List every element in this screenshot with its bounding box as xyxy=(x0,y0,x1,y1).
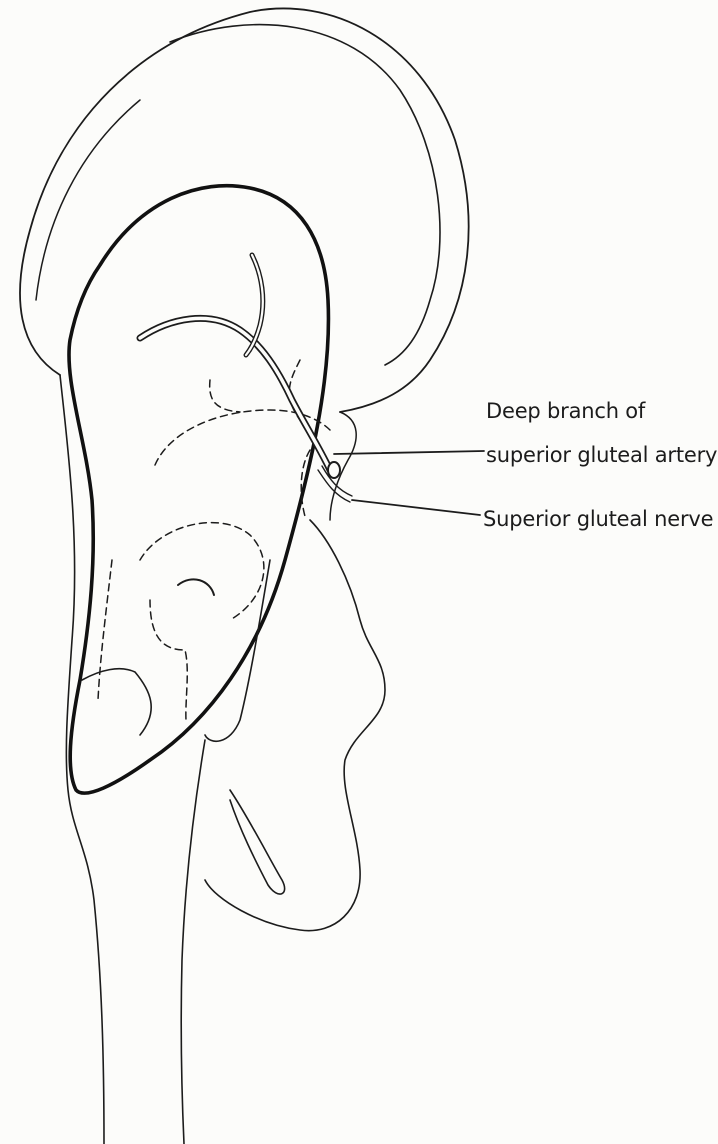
greater-trochanter-outline xyxy=(82,669,151,735)
iliac-crest-outline xyxy=(20,8,469,412)
femoral-neck-dashed xyxy=(150,600,187,720)
ischium-outline xyxy=(205,520,385,931)
stippled-gluteal-surface xyxy=(78,189,330,420)
artery-label-line-2: superior gluteal artery xyxy=(486,442,717,468)
stippled-trochanter-surface xyxy=(75,680,118,789)
iliac-wing-edge xyxy=(36,100,140,300)
femoral-head-dashed xyxy=(140,523,264,620)
inferior-gluteal-line xyxy=(210,380,240,412)
gluteal-region-boundary xyxy=(69,186,328,793)
fovea-mark xyxy=(178,579,214,595)
lesser-trochanter xyxy=(230,790,285,894)
femur-shaft-medial xyxy=(181,740,205,1144)
nerve-leader-line xyxy=(352,500,480,515)
iliac-crest-inner xyxy=(170,25,440,365)
iliac-body-dashed xyxy=(98,560,112,700)
artery-label-line-1: Deep branch of xyxy=(486,398,645,424)
nerve-label: Superior gluteal nerve xyxy=(483,506,713,532)
ilium-lateral-border xyxy=(60,375,104,1144)
artery-leader-line xyxy=(334,451,484,454)
